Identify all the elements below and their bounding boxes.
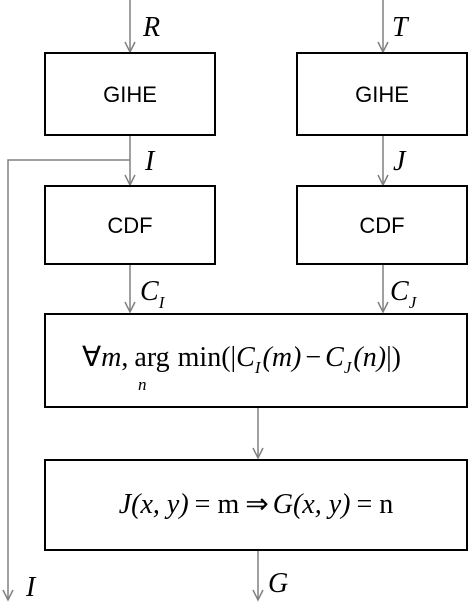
gihe-box-right — [296, 52, 468, 136]
cdf-out-label-right: CJ — [390, 276, 418, 312]
mapping-formula: J(x, y)= m⇒G(x, y)= n — [119, 489, 394, 520]
gihe-label-right: GIHE — [355, 82, 409, 107]
gihe-box-left — [44, 52, 216, 136]
output-label-i: I — [25, 572, 37, 603]
arrowhead — [377, 301, 389, 314]
signal-label-j: J — [393, 146, 407, 177]
argmin-subscript-n: n — [138, 375, 147, 394]
cdf-box-left — [44, 185, 216, 265]
input-label-r: R — [142, 12, 160, 43]
arrowhead — [252, 589, 264, 602]
arrowhead — [252, 447, 264, 460]
input-label-t: T — [392, 12, 410, 43]
argmin-box — [44, 313, 468, 408]
cdf-label-left: CDF — [107, 213, 152, 238]
arrowhead — [2, 589, 14, 602]
gihe-label-left: GIHE — [103, 82, 157, 107]
cdf-box-right — [296, 185, 468, 265]
arrowhead — [124, 301, 136, 314]
signal-label-i: I — [144, 146, 156, 177]
cdf-label-right: CDF — [359, 213, 404, 238]
output-label-g: G — [268, 568, 288, 599]
connector-i-bypass — [7, 159, 130, 600]
mapping-box — [44, 459, 468, 551]
cdf-out-label-left: CI — [140, 276, 166, 312]
